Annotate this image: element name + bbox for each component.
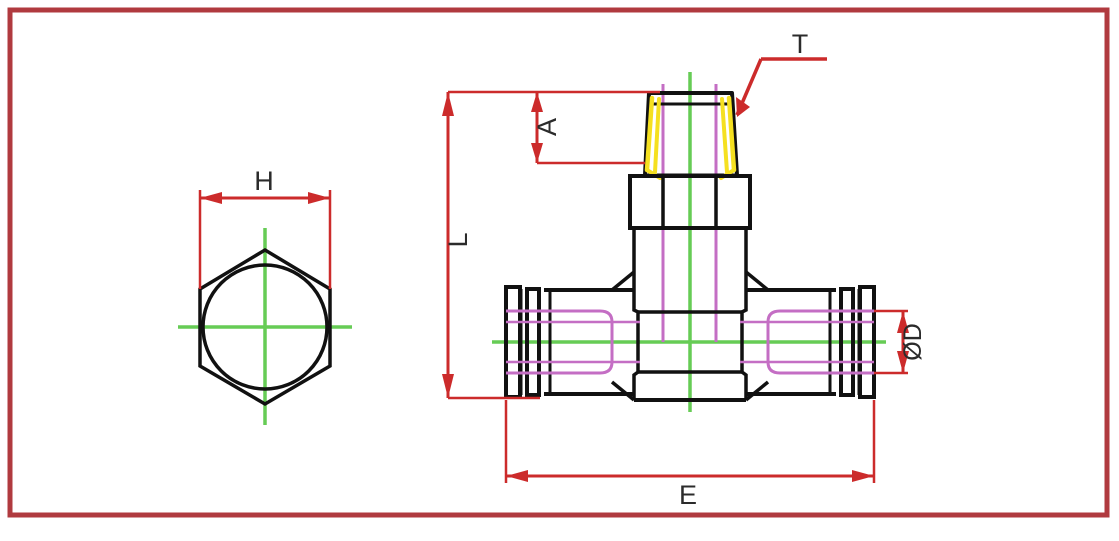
arrowhead-a-top [531, 92, 543, 112]
end-view-group: H [178, 166, 352, 425]
arrowhead-t [736, 97, 750, 117]
thread-root-right-inner [720, 97, 729, 174]
arrowhead-e-right [852, 470, 874, 482]
dimension-label-e: E [679, 480, 697, 510]
dimension-label-od: ØD [899, 323, 927, 361]
thread-root-left-outer [644, 95, 655, 173]
thread-root-right-outer [726, 95, 737, 173]
tee-body-right-profile [740, 290, 748, 400]
right-release-collar-outer [839, 287, 855, 397]
arrowhead-od-top [897, 311, 909, 333]
tee-body-left-profile [632, 290, 640, 400]
tee-bottom-chamfer-right [744, 380, 770, 402]
front-view-group: L A ØD E [442, 29, 927, 510]
stem-shoulder-chamfer-right [744, 270, 770, 292]
hidden-line-left-bore [506, 309, 614, 375]
tee-bottom-chamfer-left [610, 380, 636, 402]
hex-inscribed-circle [201, 263, 329, 391]
arrowhead-h-right [308, 192, 330, 204]
callout-label-t: T [792, 29, 809, 59]
arrowhead-e-left [506, 470, 528, 482]
hidden-line-right-bore [766, 309, 874, 375]
arrowhead-l-bottom [442, 374, 454, 398]
thread-root-left-inner [653, 97, 661, 174]
hex-collar-nut [628, 174, 752, 230]
arrowhead-od-bottom [897, 351, 909, 373]
dimension-label-a: A [532, 118, 562, 136]
arrowhead-h-left [200, 192, 222, 204]
arrowhead-l-top [442, 92, 454, 116]
dimension-label-l: L [443, 232, 473, 247]
stem-shoulder-chamfer-left [610, 270, 636, 292]
drawing-frame [7, 7, 1110, 518]
left-release-collar-outer [525, 287, 541, 397]
thread-stem-outline [643, 91, 739, 176]
arrowhead-a-bottom [531, 143, 543, 163]
dimension-label-h: H [254, 166, 274, 196]
